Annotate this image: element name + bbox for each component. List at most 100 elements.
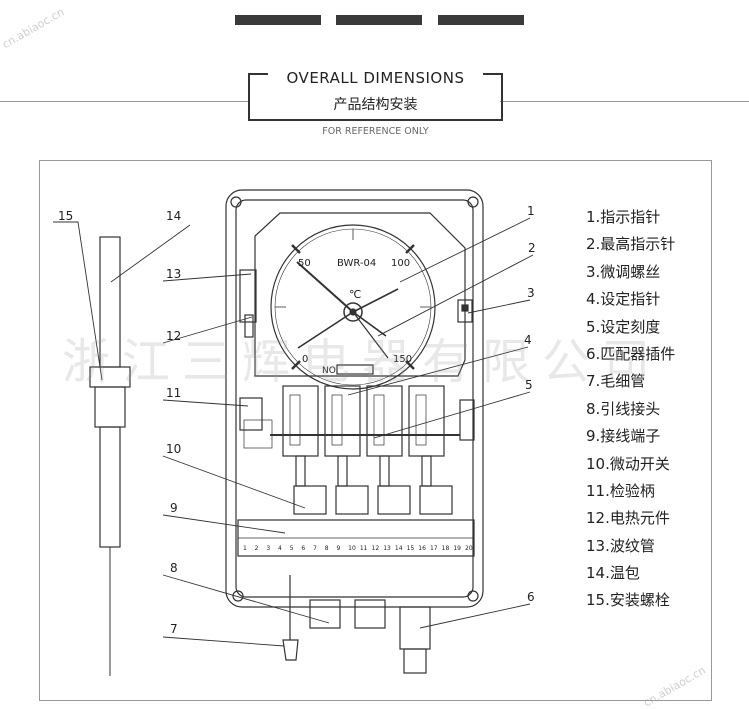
- title-en: OVERALL DIMENSIONS: [286, 69, 465, 87]
- temp-bulb: [99, 426, 121, 548]
- subtitle: FOR REFERENCE ONLY: [322, 126, 429, 137]
- terminal-number: 5: [290, 545, 294, 552]
- micro-switch-2: [324, 385, 361, 457]
- mount-hole-tl: [230, 196, 242, 208]
- switch-scale-4: [415, 394, 427, 446]
- contact-block-2: [335, 485, 369, 515]
- leader-7: [162, 636, 285, 647]
- inspection-handle: [239, 397, 263, 431]
- terminal-number: 13: [383, 545, 391, 552]
- nameplate-label: NO.: [322, 366, 338, 376]
- switch-scale-1: [289, 394, 301, 446]
- callout-3: 3: [527, 286, 535, 300]
- indicator-pointer: [296, 261, 354, 313]
- dial-plate: [254, 212, 466, 377]
- right-bracket: [459, 399, 475, 441]
- header-bar-3: [438, 15, 524, 25]
- leader-11: [162, 399, 249, 407]
- mount-hole-bl: [232, 590, 244, 602]
- fine-tune-screw-head: [461, 304, 469, 312]
- leader-15: [53, 221, 103, 381]
- dial-model: BWR-04: [337, 258, 376, 269]
- micro-switch-4: [408, 385, 445, 457]
- terminal-number: 14: [395, 545, 403, 552]
- leader-5: [373, 391, 531, 439]
- legend-item: 2.最高指示针: [586, 235, 676, 254]
- mount-hole-br: [467, 590, 479, 602]
- callout-15: 15: [58, 209, 73, 223]
- legend-item: 1.指示指针: [586, 208, 661, 226]
- legend-item: 8.引线接头: [586, 399, 661, 418]
- tick-100: [405, 244, 415, 254]
- matcher-plug: [399, 606, 431, 650]
- leader-13: [162, 273, 252, 282]
- callout-6: 6: [527, 590, 535, 604]
- diagram-frame: [39, 160, 712, 701]
- switch-leg-2: [337, 455, 348, 487]
- header-rule-right: [500, 101, 749, 102]
- mount-nut: [89, 366, 131, 388]
- legend-item: 9.接线端子: [586, 427, 661, 446]
- legend-item: 10.微动开关: [586, 454, 670, 473]
- leader-12: [162, 316, 253, 344]
- dial-ring: [270, 224, 436, 390]
- switch-scale-3: [373, 394, 385, 446]
- leader-9: [162, 514, 286, 534]
- terminal-number: 3: [266, 545, 270, 552]
- tick-50: [291, 244, 301, 254]
- leader-2: [377, 254, 534, 337]
- dial-scale-150: 150: [393, 354, 412, 365]
- terminal-number: 10: [348, 545, 356, 552]
- micro-switch-1: [282, 385, 319, 457]
- micro-switch-3: [366, 385, 403, 457]
- header-bar-1: [235, 15, 321, 25]
- terminal-number: 6: [301, 545, 305, 552]
- terminal-number: 12: [372, 545, 380, 552]
- legend-item: 11.检验柄: [586, 481, 655, 500]
- callout-7: 7: [170, 622, 178, 636]
- fine-tune-screw: [457, 299, 473, 323]
- switch-leg-4: [421, 455, 432, 487]
- parts-legend: 1.指示指针 2.最高指示针 3.微调螺丝 4.设定指针 5.设定刻度 6.匹配…: [586, 206, 675, 617]
- dial-unit: ℃: [349, 288, 361, 301]
- leader-10: [162, 455, 306, 509]
- housing-inner: [235, 199, 474, 598]
- leader-4: [347, 346, 529, 396]
- bellows: [239, 269, 257, 323]
- setting-pointer-b: [352, 311, 387, 337]
- callout-8: 8: [170, 561, 178, 575]
- switch-leg-1: [295, 455, 306, 487]
- lead-connector-1: [309, 599, 341, 629]
- header-bar-2: [336, 15, 422, 25]
- legend-item: 3.微调螺丝: [586, 262, 661, 281]
- pointer-hub: [343, 302, 363, 322]
- temp-bulb-sleeve: [99, 236, 121, 368]
- matcher-plug-tip: [403, 648, 427, 674]
- terminal-number: 16: [418, 545, 426, 552]
- title-zh: 产品结构安装: [333, 97, 418, 113]
- lead-connector-2: [354, 599, 386, 629]
- callout-9: 9: [170, 501, 178, 515]
- callout-12: 12: [166, 329, 181, 343]
- legend-item: 13.波纹管: [586, 536, 655, 555]
- heater-element: [244, 314, 254, 338]
- terminal-number: 15: [407, 545, 415, 552]
- leader-6: [419, 603, 531, 629]
- callout-1: 1: [527, 204, 535, 218]
- terminal-number: 8: [325, 545, 329, 552]
- callout-2: 2: [528, 241, 536, 255]
- terminal-number: 2: [255, 545, 259, 552]
- legend-item: 6.匹配器插件: [586, 344, 676, 363]
- terminal-number: 20: [465, 545, 473, 552]
- capillary: [282, 575, 299, 661]
- callout-14: 14: [166, 209, 181, 223]
- terminal-number: 11: [360, 545, 368, 552]
- contact-block-3: [377, 485, 411, 515]
- contact-block-4: [419, 485, 453, 515]
- terminal-number: 17: [430, 545, 438, 552]
- mount-hole-tr: [467, 196, 479, 208]
- terminal-number: 18: [442, 545, 450, 552]
- legend-item: 14.温包: [586, 564, 640, 583]
